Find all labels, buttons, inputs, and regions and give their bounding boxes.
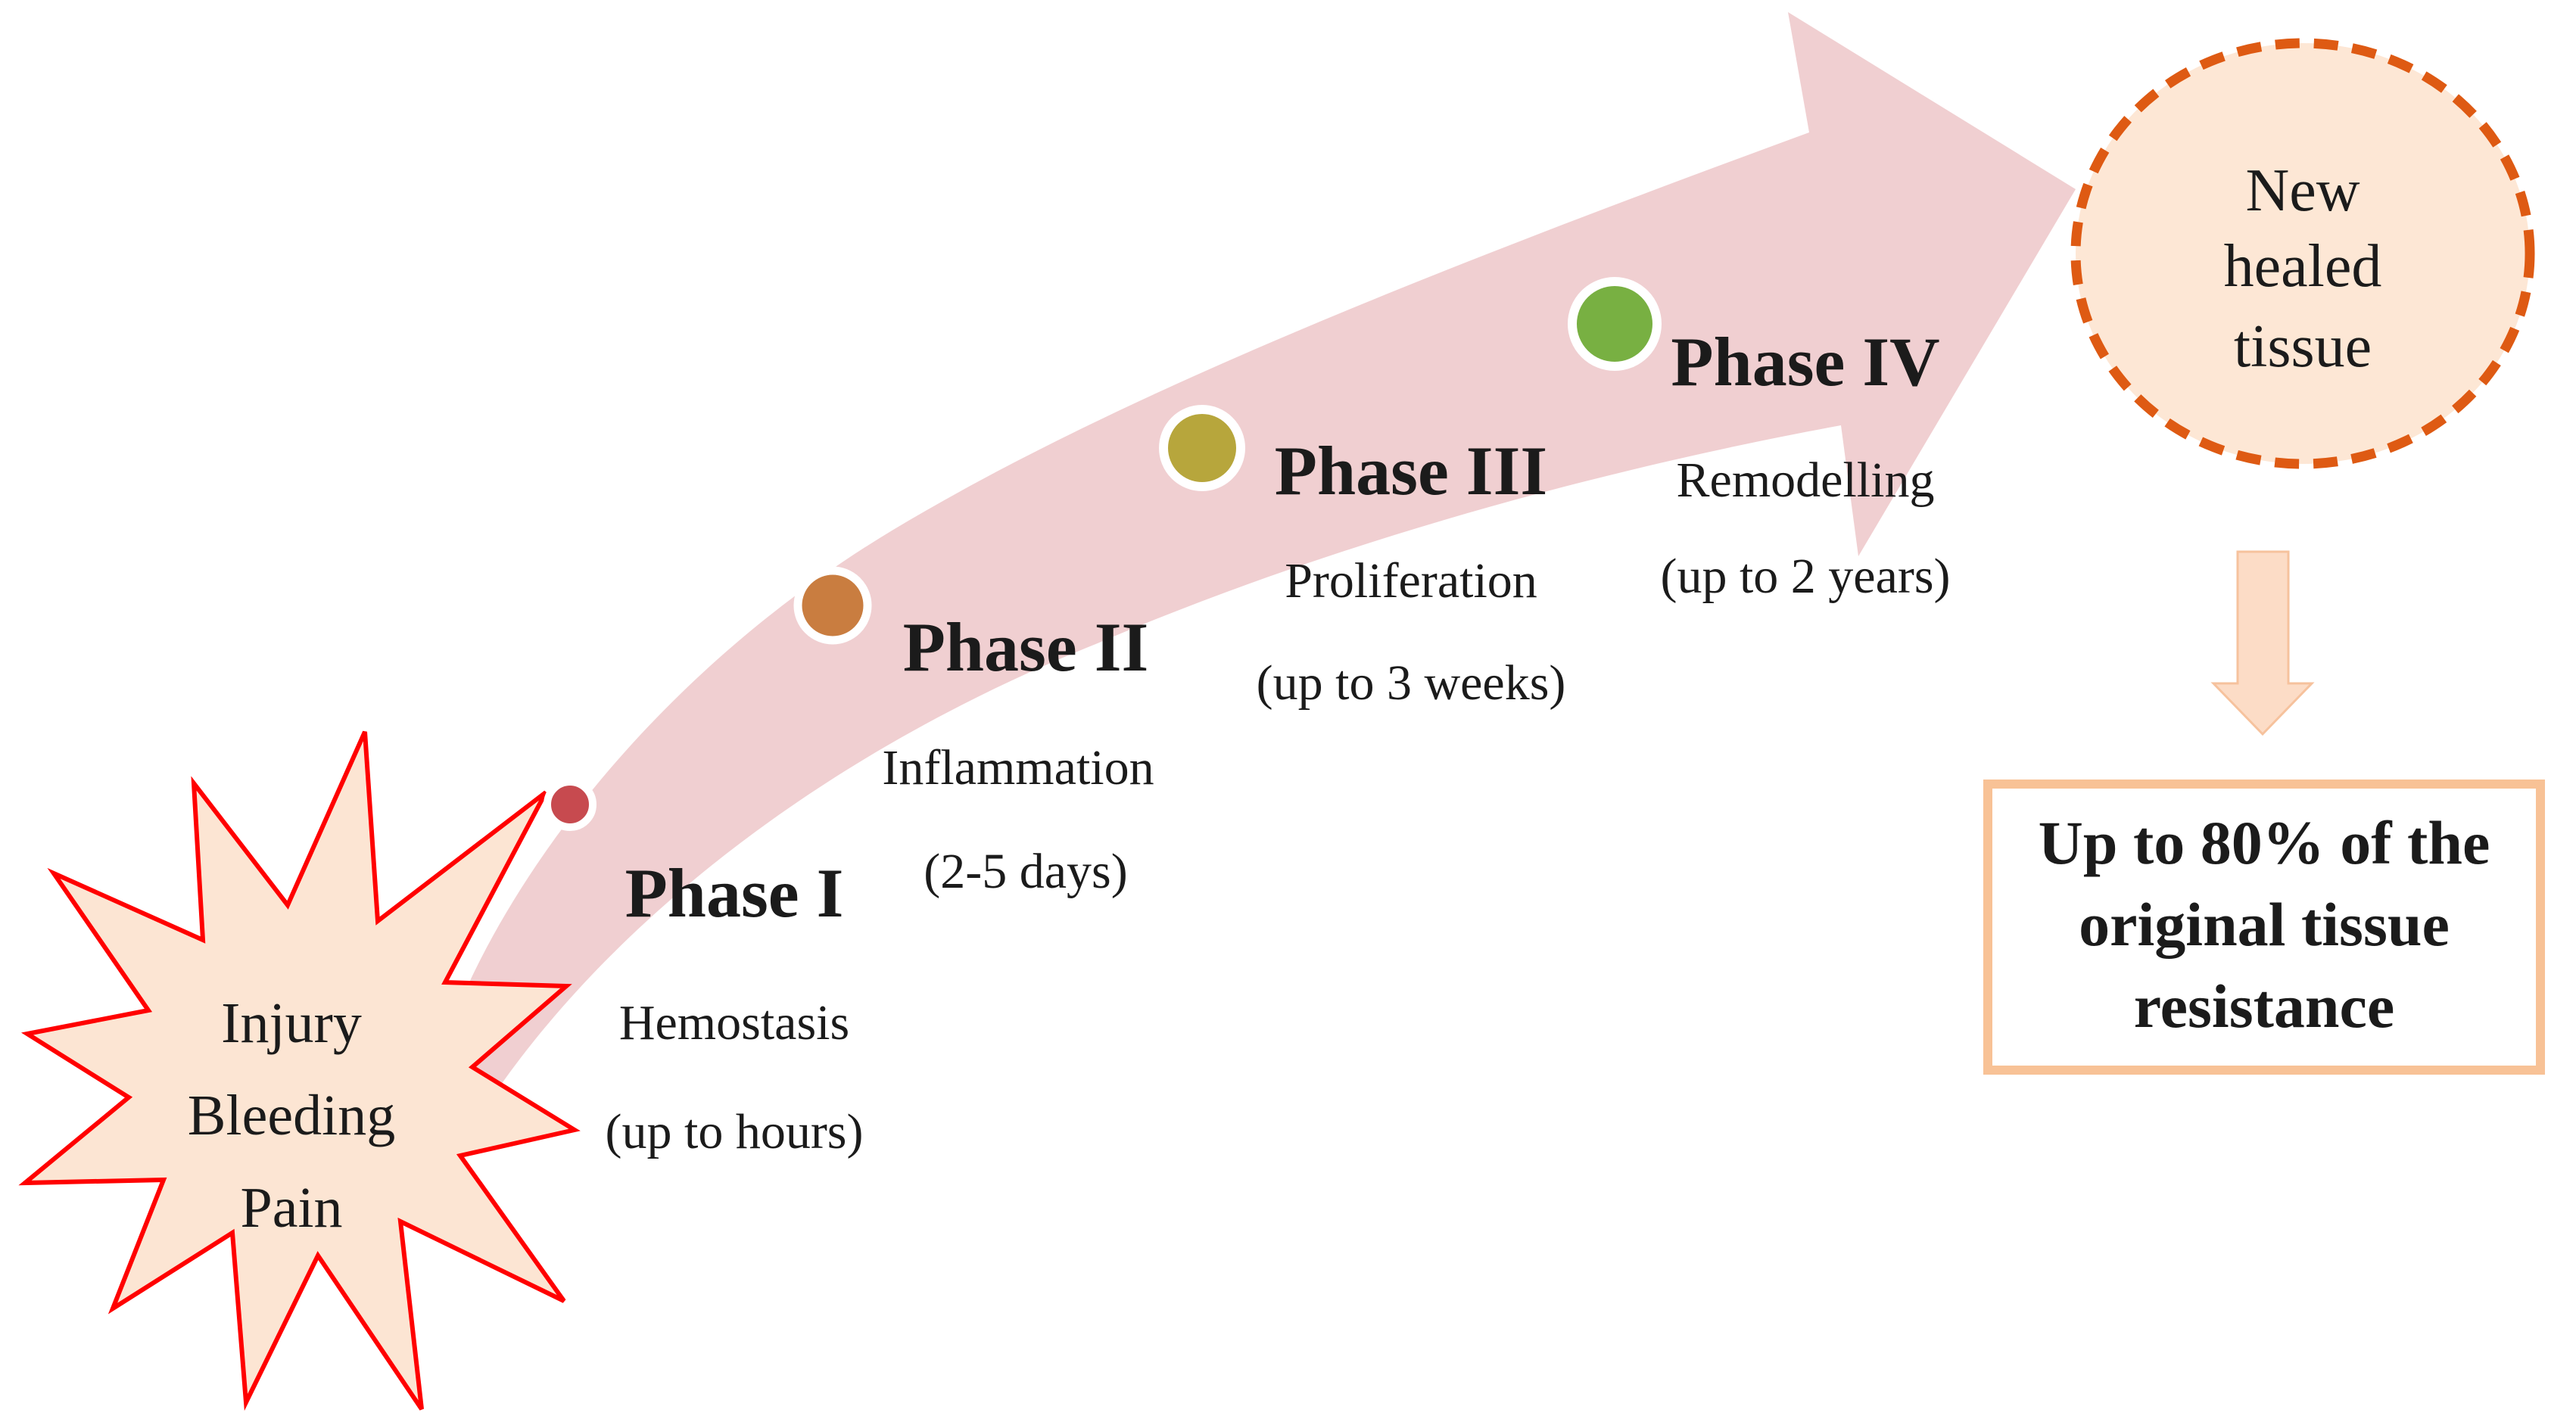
healing-progress-arrow	[428, 12, 2076, 1120]
phase-2-marker-dot	[793, 566, 872, 645]
outcome-box-line-2: original tissue	[2079, 890, 2450, 959]
phase-1-process: Hemostasis	[618, 995, 850, 1050]
injury-burst-line-1: Injury	[221, 991, 362, 1055]
phase-1-name: Phase I	[625, 854, 844, 932]
phase-4-marker-dot	[1568, 277, 1662, 371]
phase-4-name: Phase IV	[1671, 323, 1940, 400]
phase-3-duration: (up to 3 weeks)	[1256, 655, 1566, 711]
healed-tissue-line-1: New	[2245, 157, 2360, 224]
phase-1-marker-dot	[544, 778, 596, 831]
injury-burst-line-2: Bleeding	[187, 1084, 396, 1147]
phase-3-process: Proliferation	[1285, 553, 1537, 608]
healed-tissue-line-2: healed	[2223, 233, 2382, 300]
outcome-box-line-3: resistance	[2133, 972, 2395, 1041]
phase-4-duration: (up to 2 years)	[1660, 549, 1951, 604]
phase-2-name: Phase II	[902, 608, 1149, 686]
injury-burst-line-3: Pain	[240, 1176, 343, 1240]
tissue-resistance-box	[1983, 780, 2545, 1075]
down-arrow	[2210, 550, 2315, 736]
phase-3-marker-dot	[1159, 405, 1245, 491]
healed-tissue-circle	[2070, 38, 2535, 469]
phase-3-name: Phase III	[1274, 432, 1548, 509]
phase-2-duration: (2-5 days)	[924, 844, 1128, 899]
healed-tissue-line-3: tissue	[2233, 313, 2372, 380]
phase-2-process: Inflammation	[882, 740, 1154, 795]
outcome-box-line-1: Up to 80% of the	[2038, 808, 2490, 877]
phase-1-duration: (up to hours)	[605, 1104, 864, 1159]
injury-starburst	[18, 730, 581, 1411]
phase-4-process: Remodelling	[1676, 453, 1935, 508]
